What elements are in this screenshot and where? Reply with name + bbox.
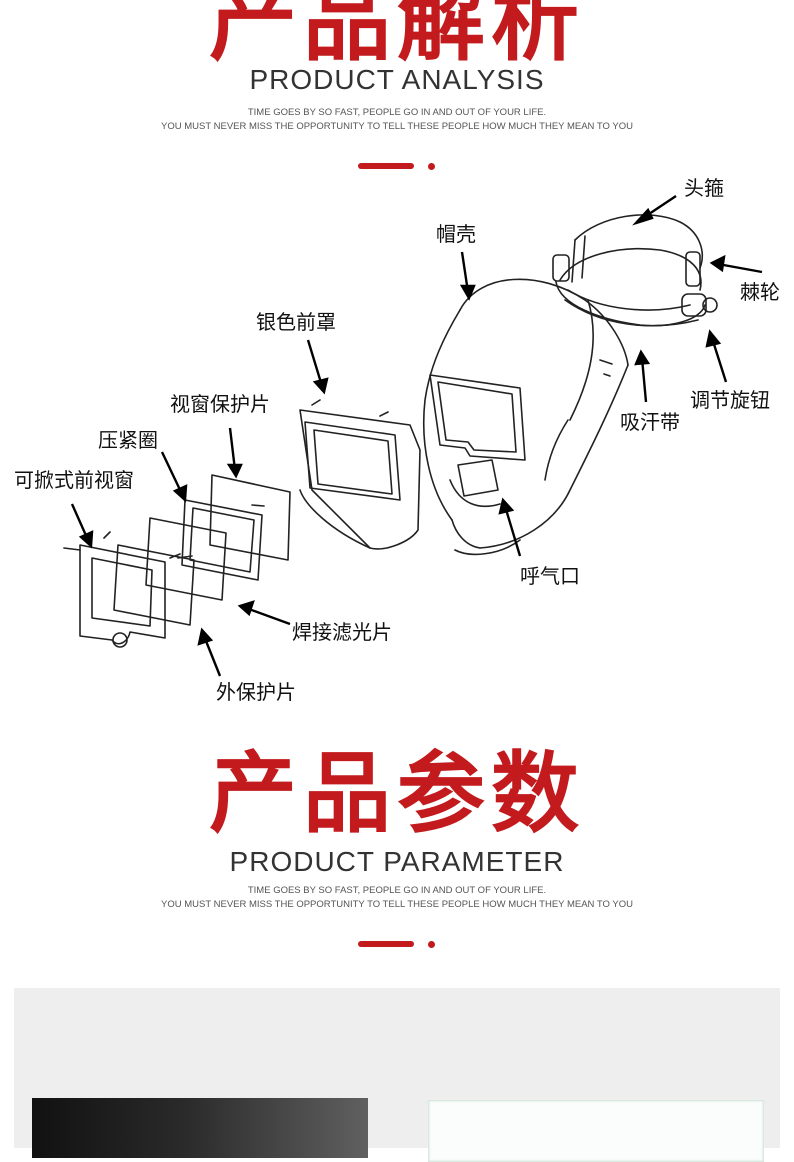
parameter-title: 产品参数 (208, 742, 585, 845)
label-adjust-knob: 调节旋钮 (690, 388, 770, 412)
analysis-title: 产品解析 (208, 0, 585, 73)
label-sweatband: 吸汗带 (620, 410, 680, 434)
outer-protector-drawing (113, 544, 195, 626)
clamp-ring-drawing (181, 499, 265, 581)
parameter-subtitle: PRODUCT PARAMETER (229, 846, 565, 877)
window-protector-drawing (209, 474, 291, 561)
label-silver-cover: 银色前罩 (256, 310, 336, 334)
analysis-tagline-2: YOU MUST NEVER MISS THE OPPORTUNITY TO T… (161, 121, 633, 132)
parameter-divider-bar (358, 941, 414, 947)
silver-cover-drawing (299, 399, 421, 550)
shell-drawing (422, 278, 629, 556)
filter-lens-drawing (145, 517, 227, 601)
label-shell: 帽壳 (436, 222, 476, 246)
parameter-tagline-1: TIME GOES BY SO FAST, PEOPLE GO IN AND O… (247, 885, 547, 896)
analysis-divider-bar (358, 163, 414, 169)
label-window-protector: 视窗保护片 (170, 392, 270, 416)
parameter-tagline-2: YOU MUST NEVER MISS THE OPPORTUNITY TO T… (161, 899, 633, 910)
label-flip-window: 可掀式前视窗 (14, 468, 134, 492)
analysis-tagline-1: TIME GOES BY SO FAST, PEOPLE GO IN AND O… (247, 107, 547, 118)
helmet-exploded-diagram (63, 195, 763, 677)
label-clamp-ring: 压紧圈 (98, 428, 158, 452)
label-filter-lens: 焊接滤光片 (292, 620, 392, 644)
clear-protector-lens-image (428, 1100, 764, 1162)
flip-window-drawing (63, 531, 193, 648)
label-breathing-port: 呼气口 (520, 564, 580, 588)
label-headband: 头箍 (684, 176, 724, 200)
analysis-subtitle: PRODUCT ANALYSIS (249, 64, 545, 95)
analysis-divider-dot (428, 163, 435, 170)
label-ratchet: 棘轮 (740, 280, 780, 304)
headband-drawing (552, 214, 718, 327)
parameter-divider-dot (428, 941, 435, 948)
dark-filter-lens-image (32, 1098, 368, 1158)
shell-window-drawing (429, 374, 526, 508)
label-outer-protector: 外保护片 (216, 680, 296, 704)
